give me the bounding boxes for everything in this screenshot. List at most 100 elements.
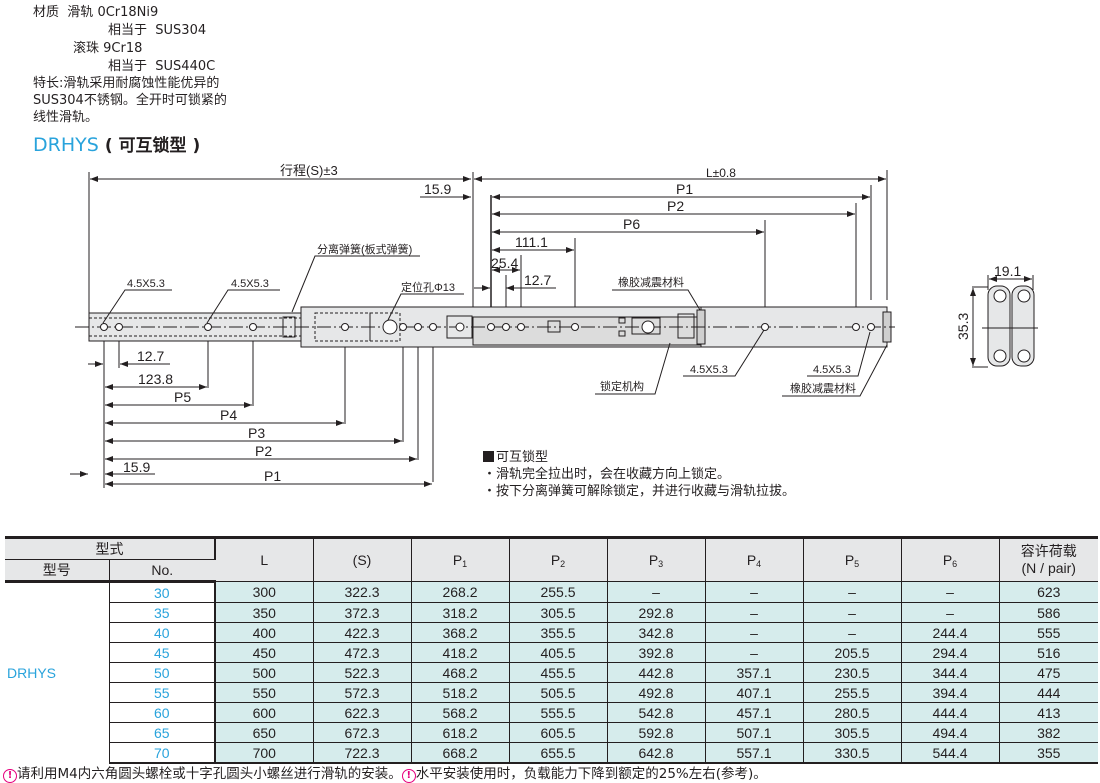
value-cell: 350: [215, 602, 314, 623]
value-cell: –: [705, 602, 804, 623]
dim-12-7-top: 12.7: [524, 272, 551, 288]
warning-icon: !: [3, 769, 17, 783]
dim-p3: P3: [248, 425, 265, 441]
dim-p5: P5: [174, 389, 191, 405]
interlock-notes: 可互锁型 ・滑轨完全拉出时，会在收藏方向上锁定。 ・按下分离弹簧可解除锁定，并进…: [483, 450, 796, 499]
value-cell: 555.5: [509, 702, 608, 723]
no-cell: 40: [109, 622, 216, 643]
value-cell: 642.8: [607, 742, 706, 764]
rail-equiv-value: SUS304: [155, 23, 207, 38]
value-cell: –: [803, 581, 902, 603]
type-cell: DRHYS: [5, 581, 110, 763]
ball-equiv-value: SUS440C: [155, 59, 216, 74]
note-1: 请利用M4内六角圆头螺栓或十字孔圆头小螺丝进行滑轨的安装。: [17, 766, 402, 782]
feature-line: SUS304不锈钢。全开时可锁紧的: [33, 93, 227, 108]
hole-label-1: 4.5X5.3: [127, 278, 165, 290]
value-cell: 244.4: [901, 622, 1000, 643]
col-header: (S): [313, 536, 412, 582]
interlock-heading: 可互锁型: [496, 450, 549, 465]
value-cell: 372.3: [313, 602, 412, 623]
value-cell: 557.1: [705, 742, 804, 764]
value-cell: 268.2: [411, 581, 510, 603]
value-cell: 722.3: [313, 742, 412, 764]
value-cell: 672.3: [313, 722, 412, 743]
no-cell: 45: [109, 642, 216, 663]
interlock-bullet: 滑轨完全拉出时，会在收藏方向上锁定。: [496, 467, 731, 482]
value-cell: 418.2: [411, 642, 510, 663]
value-cell: 442.8: [607, 662, 706, 683]
no-cell: 60: [109, 702, 216, 723]
value-cell: 407.1: [705, 682, 804, 703]
spec-table: 型式 L (S) P1 P2 P3 P4 P5 P6 容许荷载(N / pair…: [5, 536, 1098, 764]
value-cell: 322.3: [313, 581, 412, 603]
dim-p4: P4: [220, 407, 237, 423]
hole-label-4: 4.5X5.3: [813, 364, 851, 376]
value-cell: 357.1: [705, 662, 804, 683]
value-cell: 305.5: [803, 722, 902, 743]
feature-line: 特长:滑轨采用耐腐蚀性能优异的: [33, 76, 220, 91]
hole-label-2: 4.5X5.3: [231, 278, 269, 290]
col-header: P1: [411, 536, 510, 582]
value-cell: 413: [999, 702, 1098, 723]
value-cell: 592.8: [607, 722, 706, 743]
value-cell: –: [705, 581, 804, 603]
hole-label-3: 4.5X5.3: [690, 364, 728, 376]
value-cell: 294.4: [901, 642, 1000, 663]
height-dim: 35.3: [955, 313, 971, 340]
value-cell: 368.2: [411, 622, 510, 643]
value-cell: 668.2: [411, 742, 510, 764]
warning-icon: !: [401, 769, 416, 783]
col-header: P2: [509, 536, 608, 582]
value-cell: –: [803, 602, 902, 623]
material-label: 材质 滑轨 0Cr18Ni9: [33, 4, 158, 22]
value-cell: 494.4: [901, 722, 1000, 743]
value-cell: 400: [215, 622, 314, 643]
value-cell: 475: [999, 662, 1098, 683]
rail-equivalent: 相当于 SUS304: [108, 22, 206, 40]
value-cell: 330.5: [803, 742, 902, 764]
col-header: P5: [803, 536, 902, 582]
value-cell: 355: [999, 742, 1098, 764]
dim-15-9-top: 15.9: [424, 181, 451, 197]
value-cell: 382: [999, 722, 1098, 743]
col-header: P3: [607, 536, 706, 582]
value-cell: 618.2: [411, 722, 510, 743]
value-cell: 355.5: [509, 622, 608, 643]
value-cell: 205.5: [803, 642, 902, 663]
square-bullet-icon: [483, 451, 494, 462]
value-cell: 700: [215, 742, 314, 764]
rubber-label-top: 橡胶减震材料: [618, 275, 684, 289]
no-header: No.: [109, 559, 215, 583]
col-header: P6: [901, 536, 1000, 582]
dim-15-9-bottom: 15.9: [123, 459, 150, 475]
group-header: 型式: [5, 536, 216, 560]
value-cell: 292.8: [607, 602, 706, 623]
value-cell: 300: [215, 581, 314, 603]
value-cell: 655.5: [509, 742, 608, 764]
value-cell: 468.2: [411, 662, 510, 683]
value-cell: 650: [215, 722, 314, 743]
ball-material: 滚珠 9Cr18: [73, 40, 142, 58]
value-cell: 568.2: [411, 702, 510, 723]
value-cell: 544.4: [901, 742, 1000, 764]
value-cell: –: [803, 622, 902, 643]
value-cell: 255.5: [509, 581, 608, 603]
product-code: DRHYS: [33, 134, 99, 156]
value-cell: 507.1: [705, 722, 804, 743]
value-cell: –: [705, 642, 804, 663]
product-subtitle: ( 可互锁型 ): [104, 136, 201, 156]
col-header: P4: [705, 536, 804, 582]
value-cell: 394.4: [901, 682, 1000, 703]
no-cell: 70: [109, 742, 216, 764]
value-cell: –: [607, 581, 706, 603]
value-cell: 318.2: [411, 602, 510, 623]
value-cell: 505.5: [509, 682, 608, 703]
value-cell: 344.4: [901, 662, 1000, 683]
value-cell: –: [901, 602, 1000, 623]
no-cell: 55: [109, 682, 216, 703]
value-cell: 550: [215, 682, 314, 703]
